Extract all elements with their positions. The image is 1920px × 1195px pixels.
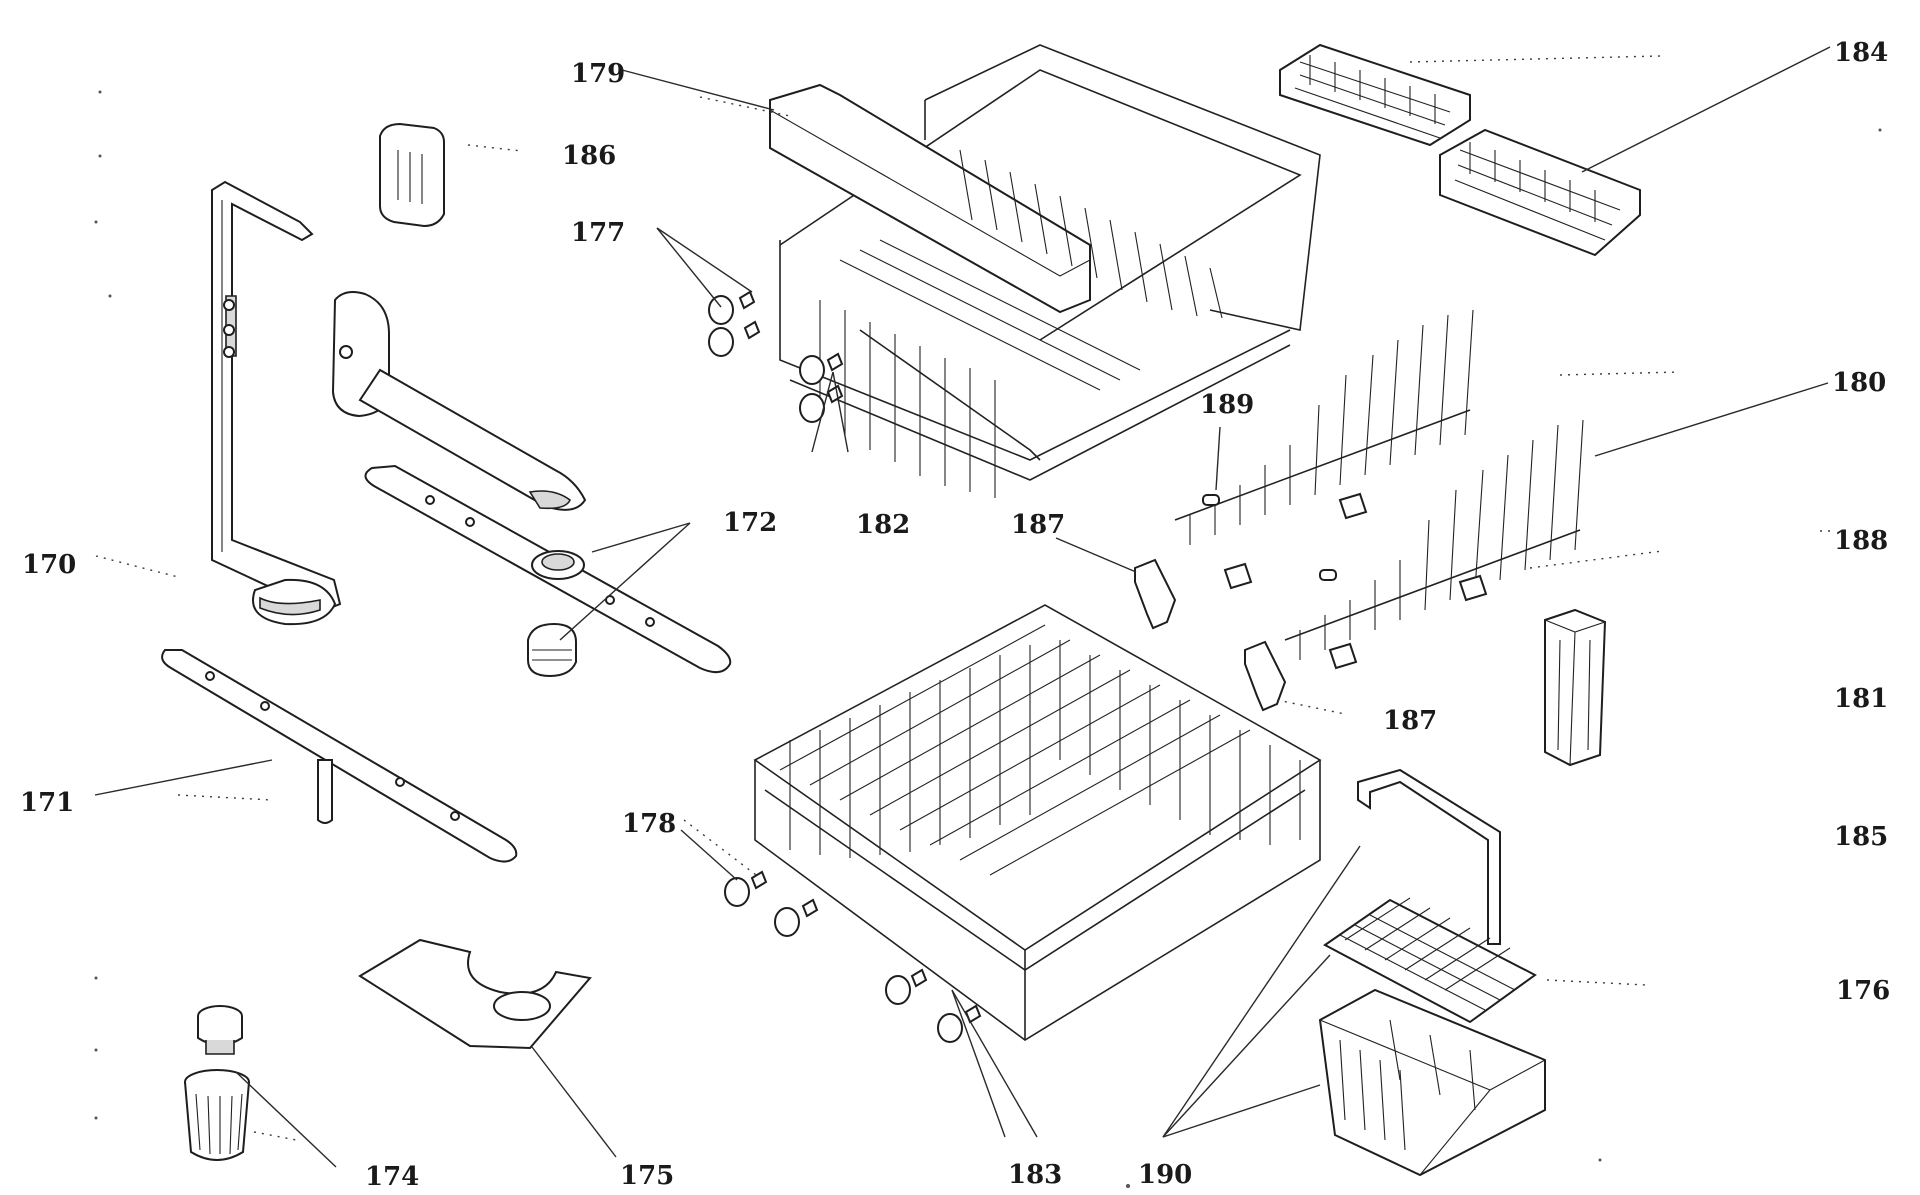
lower-spray-arm-171 [161, 649, 518, 863]
label-170: 170 [22, 550, 76, 580]
leader-lines [94, 46, 1831, 1168]
tine-row-180-front [1284, 419, 1584, 660]
utensil-canister-181 [1544, 608, 1607, 767]
lower-rack [724, 604, 1322, 1043]
basket-handle-185 [1357, 768, 1501, 945]
cup-shelf-184-right [1439, 128, 1641, 257]
tine-row-180-back [1174, 309, 1474, 545]
label-177: 177 [571, 218, 625, 248]
filter-plate-175 [358, 938, 592, 1050]
cutlery-basket-190 [1318, 988, 1546, 1177]
filter-assembly-174 [184, 1005, 250, 1161]
basket-lid-176 [1323, 897, 1537, 1024]
upper-spray-arm-conduit-170 [211, 180, 342, 626]
label-190: 190 [1138, 1160, 1192, 1190]
label-182: 182 [856, 510, 910, 540]
label-179: 179 [571, 59, 625, 89]
label-187-lower: 187 [1383, 706, 1437, 736]
label-185: 185 [1834, 822, 1888, 852]
label-187-upper: 187 [1011, 510, 1065, 540]
pin-189 [1202, 494, 1337, 581]
bracket-187-upper [1134, 558, 1177, 630]
tine-clips-188 [1223, 492, 1488, 670]
callout-labels: 170 171 172 174 175 176 177 178 179 180 … [20, 38, 1890, 1192]
upper-spray-arm-172 [364, 464, 732, 678]
cup-shelf-184-left [1279, 43, 1471, 147]
label-186: 186 [562, 141, 616, 171]
label-176: 176 [1836, 976, 1890, 1006]
upper-rack-wheels-177 [708, 290, 761, 357]
lower-rack-wheels-178 [724, 870, 819, 937]
label-172: 172 [723, 508, 777, 538]
label-180: 180 [1832, 368, 1886, 398]
label-171: 171 [20, 788, 74, 818]
label-181: 181 [1834, 684, 1888, 714]
scan-specks [94, 90, 1882, 1188]
label-184: 184 [1834, 38, 1888, 68]
label-175: 175 [620, 1161, 674, 1191]
label-188: 188 [1834, 526, 1888, 556]
label-183: 183 [1008, 1160, 1062, 1190]
lower-rack-wheels-183 [885, 968, 982, 1043]
rack-stop-186 [379, 122, 445, 228]
label-178: 178 [622, 809, 676, 839]
spray-arm-duct [331, 291, 587, 511]
bracket-187-lower [1244, 640, 1287, 712]
label-189: 189 [1200, 390, 1254, 420]
label-174: 174 [365, 1162, 419, 1192]
upper-rack-179 [708, 44, 1321, 498]
